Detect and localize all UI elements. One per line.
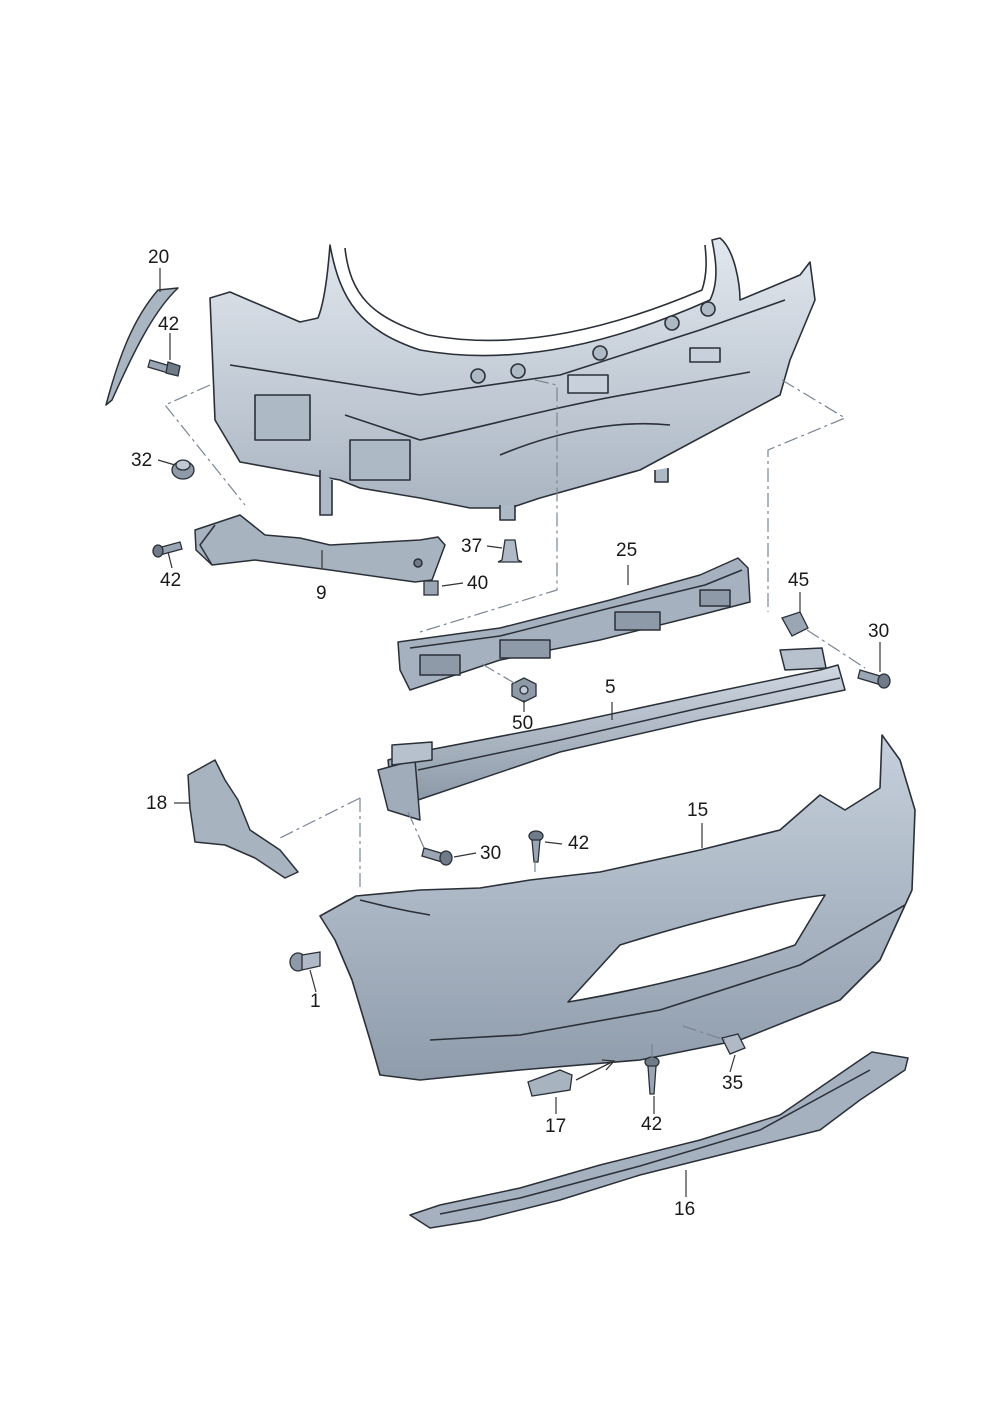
callout-40: 40 — [467, 573, 489, 594]
callout-16: 16 — [674, 1199, 696, 1220]
assembly-lines — [164, 379, 866, 1058]
callout-30: 30 — [480, 843, 502, 864]
arrow-17 — [575, 1059, 616, 1081]
part-5-bumper-bar — [377, 647, 846, 821]
callout-25: 25 — [616, 540, 638, 561]
callout-35: 35 — [722, 1073, 744, 1094]
part-42-screw-b — [152, 541, 183, 558]
rear-body-panel — [209, 237, 816, 521]
callout-42: 42 — [568, 833, 590, 854]
part-35-clip — [721, 1033, 746, 1055]
callout-1: 1 — [310, 991, 321, 1012]
callout-45: 45 — [788, 570, 810, 591]
part-50-nut — [511, 677, 537, 703]
callout-30: 30 — [868, 621, 890, 642]
part-25-absorber — [397, 557, 751, 691]
callout-42: 42 — [641, 1114, 663, 1135]
part-15-bumper-cover — [319, 734, 916, 1081]
part-16-diffuser — [409, 1051, 909, 1229]
part-40-clip — [423, 580, 439, 596]
part-42-screw-d — [644, 1056, 660, 1095]
callout-42: 42 — [158, 314, 180, 335]
part-17-cap — [527, 1069, 573, 1097]
callout-50: 50 — [512, 713, 534, 734]
part-30-screw-a — [857, 669, 891, 689]
callout-42: 42 — [160, 570, 182, 591]
callout-9: 9 — [316, 583, 327, 604]
callout-5: 5 — [605, 677, 616, 698]
part-42-screw-a — [147, 359, 181, 377]
leader-lines — [157, 268, 881, 1197]
part-1-plug — [289, 951, 321, 972]
part-9-bracket — [194, 514, 446, 583]
callout-32: 32 — [131, 450, 153, 471]
part-42-screw-c — [528, 830, 544, 863]
part-37-plug — [497, 539, 523, 563]
part-45-clip — [781, 611, 809, 637]
part-32-nut — [171, 459, 195, 480]
part-30-screw-b — [421, 847, 453, 866]
part-20-side-trim — [105, 287, 179, 406]
callout-20: 20 — [148, 247, 170, 268]
callout-15: 15 — [687, 800, 709, 821]
part-18-side-bracket — [187, 759, 299, 879]
callout-18: 18 — [146, 793, 168, 814]
callout-17: 17 — [545, 1116, 567, 1137]
callout-37: 37 — [461, 536, 483, 557]
